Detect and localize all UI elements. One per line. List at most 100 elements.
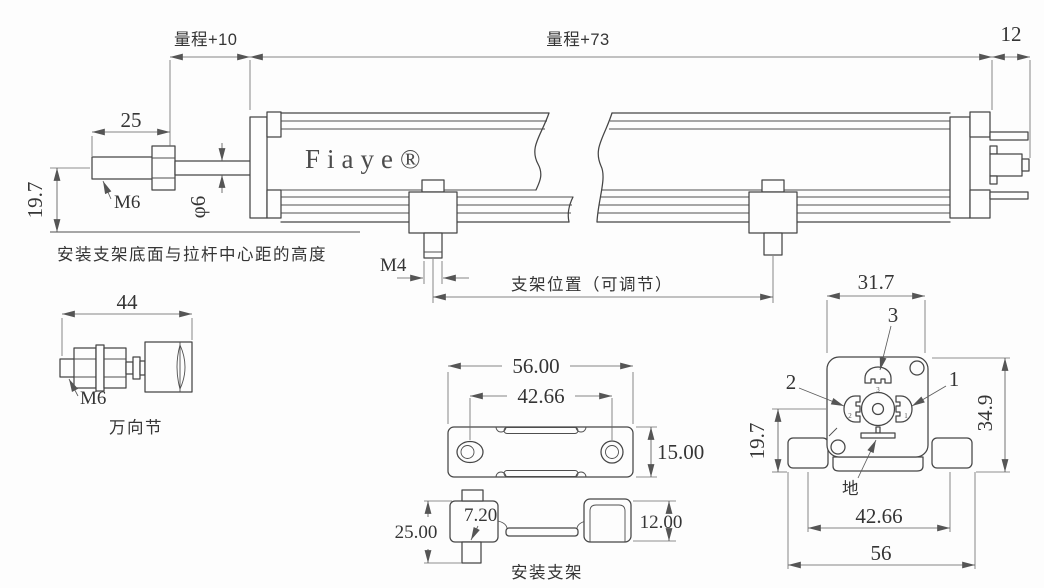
bracket-position-note: 支架位置（可调节） bbox=[511, 275, 673, 294]
rod-threaded-section bbox=[91, 156, 155, 180]
cylinder-arc bbox=[179, 344, 186, 390]
dim-label-stroke-10: 量程+10 bbox=[174, 30, 238, 49]
bracket-top-stud bbox=[461, 489, 484, 502]
notch bbox=[495, 471, 507, 478]
break-curve bbox=[596, 112, 613, 223]
dim-total-34-9: 34.9 bbox=[932, 357, 1010, 473]
dim-joint-44: 44 bbox=[61, 290, 193, 356]
dim-label-25-00: 25.00 bbox=[395, 522, 438, 543]
bracket-stud bbox=[423, 232, 443, 259]
dim-bracket-15: 15.00 bbox=[636, 426, 704, 478]
wing-right bbox=[931, 437, 973, 469]
center-hole bbox=[871, 402, 885, 416]
dim-label-42-66: 42.66 bbox=[517, 384, 564, 408]
slide-bracket-1 bbox=[408, 179, 458, 259]
dim-rod-dia: φ6 bbox=[186, 143, 226, 218]
center-strip-bottom bbox=[503, 470, 579, 477]
label-ground: 地 bbox=[842, 479, 860, 498]
web-bend bbox=[497, 520, 508, 529]
leader-pin-3: 3 bbox=[879, 303, 899, 371]
break-curve bbox=[534, 112, 550, 191]
bracket-right-channel bbox=[583, 498, 632, 543]
dim-bracket-12: 12.00 bbox=[633, 500, 683, 542]
joint-step bbox=[132, 356, 141, 380]
wing-left bbox=[787, 437, 829, 469]
rod-hex-nut bbox=[151, 145, 176, 191]
leader-pin-1: 1 bbox=[911, 367, 960, 407]
corner-notch bbox=[828, 427, 838, 437]
notch bbox=[495, 426, 507, 433]
right-top-clamp bbox=[969, 111, 991, 138]
bracket-bottom-stud bbox=[461, 541, 482, 564]
dim-label-12-00: 12.00 bbox=[640, 512, 683, 533]
ground-bar bbox=[860, 432, 896, 439]
dim-label-end-19-7: 19.7 bbox=[745, 423, 769, 460]
break-curve bbox=[567, 196, 574, 223]
dim-label-15-00: 15.00 bbox=[657, 440, 704, 464]
screw-hole-top-right bbox=[909, 360, 925, 376]
pin-slot-3-number: 3 bbox=[876, 386, 880, 394]
dim-bracket-56: 56.00 bbox=[447, 354, 634, 424]
label-pin-3: 3 bbox=[888, 303, 899, 327]
dim-height-19-7: 19.7 bbox=[23, 167, 360, 233]
dim-label-base-56: 56 bbox=[871, 541, 892, 565]
dim-rod-25: 25 bbox=[91, 108, 170, 156]
body-right-segment bbox=[596, 111, 991, 223]
dim-label-44: 44 bbox=[117, 290, 139, 314]
label-pin-2: 2 bbox=[786, 370, 797, 394]
universal-joint-view: 44 M6 万向节 bbox=[59, 290, 193, 437]
bracket-web bbox=[505, 527, 579, 537]
dim-base-56: 56 bbox=[787, 472, 976, 569]
bracket-side-view: 25.00 7.20 12.00 安装支架 bbox=[395, 489, 683, 582]
left-bottom-clamp bbox=[266, 189, 282, 219]
notch bbox=[575, 426, 587, 433]
dim-bracket-42-66: 42.66 bbox=[469, 384, 613, 440]
pin-slot-1-number: 1 bbox=[904, 412, 908, 420]
dim-stroke-plus-73: 量程+73 bbox=[250, 30, 993, 110]
bracket-top-view: 56.00 42.66 15.00 bbox=[447, 354, 704, 478]
bracket-tab bbox=[421, 179, 445, 193]
slide-bracket-2 bbox=[748, 179, 798, 256]
bracket-tab bbox=[761, 179, 785, 193]
dim-face-31-7: 31.7 bbox=[826, 270, 926, 353]
connector-pins bbox=[989, 131, 1030, 200]
leader-rod-m6: M6 bbox=[102, 180, 140, 213]
pin-tab-lower bbox=[989, 175, 998, 185]
label-rod-m6: M6 bbox=[114, 192, 140, 213]
right-bottom-clamp bbox=[969, 189, 991, 219]
brand-text: Fiaye® bbox=[305, 144, 428, 174]
universal-joint-caption: 万向节 bbox=[109, 418, 163, 437]
hole-right bbox=[600, 440, 624, 464]
dim-label-base-42-66: 42.66 bbox=[855, 504, 902, 528]
cylinder-arc bbox=[176, 344, 181, 390]
joint-neck bbox=[139, 360, 146, 376]
right-end-cap bbox=[949, 116, 971, 219]
screw-hole-bottom-left bbox=[830, 439, 846, 455]
joint-hex-nut-1 bbox=[73, 347, 97, 389]
slot-hole-left bbox=[456, 440, 484, 464]
end-view: 3 2 1 3 2 1 地 31.7 bbox=[745, 270, 1010, 569]
notch bbox=[575, 471, 587, 478]
dim-label-7-20: 7.20 bbox=[464, 505, 497, 526]
leader-joint-m6: M6 bbox=[68, 378, 106, 409]
connector-face bbox=[826, 356, 929, 458]
pin-bottom bbox=[989, 191, 1029, 200]
label-pin-1: 1 bbox=[949, 367, 960, 391]
joint-cylinder bbox=[144, 341, 193, 393]
label-m4: M4 bbox=[380, 255, 407, 276]
dim-stud-m4: M4 bbox=[380, 255, 469, 284]
dim-bracket-25: 25.00 bbox=[395, 500, 462, 564]
pin-top bbox=[989, 131, 1029, 141]
joint-hex-nut-2 bbox=[103, 347, 127, 389]
joint-collar bbox=[125, 361, 134, 375]
dim-base-42-66: 42.66 bbox=[807, 472, 951, 532]
center-boss bbox=[860, 391, 896, 427]
bracket-lip bbox=[832, 456, 924, 472]
left-end-cap bbox=[249, 116, 268, 219]
center-strip-top bbox=[503, 427, 579, 434]
bracket-plate bbox=[447, 426, 634, 478]
connector-block bbox=[989, 153, 1023, 177]
dim-label-34-9: 34.9 bbox=[973, 395, 997, 432]
